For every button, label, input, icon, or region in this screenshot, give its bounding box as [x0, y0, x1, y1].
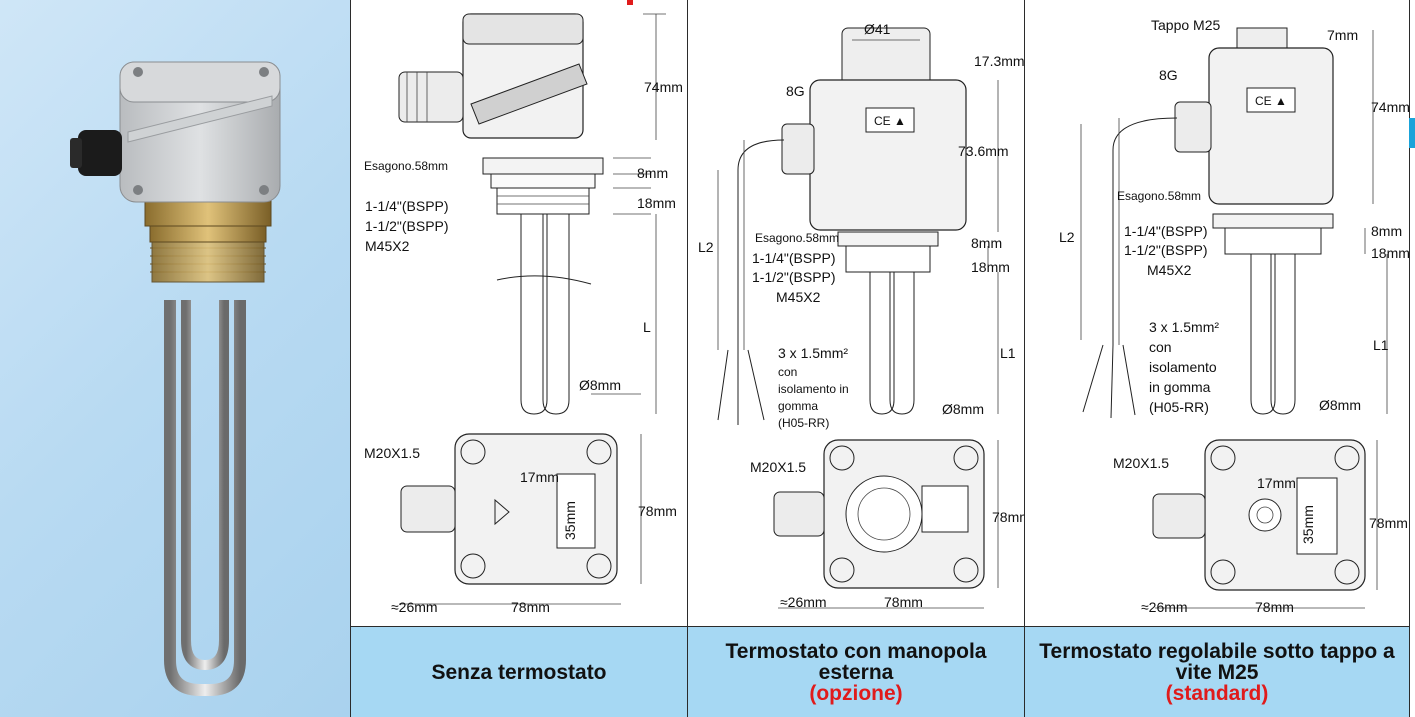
dim-tube: Ø8mm: [579, 377, 621, 393]
dim-box-w: 78mm: [1255, 599, 1294, 615]
label-title-2: Termostato con manopola esterna: [725, 639, 987, 684]
dim-thread-3: M45X2: [1147, 262, 1192, 278]
cable-spec-4: in gomma: [1149, 379, 1211, 395]
dim-thread-1: 1-1/4"(BSPP): [1124, 223, 1208, 239]
dim-hex: Esagono.58mm: [1117, 189, 1201, 203]
dim-offset: ≈26mm: [1141, 599, 1188, 615]
immersion-heater-illustration: [70, 61, 281, 696]
dim-length: L1: [1373, 337, 1389, 353]
dim-gap: 8mm: [1371, 223, 1402, 239]
dim-hex: Esagono.58mm: [364, 159, 448, 173]
label-cap: Tappo M25: [1151, 17, 1220, 33]
cable-spec-3: isolamento: [1149, 359, 1217, 375]
technical-drawing-2: CE ▲ Ø41 17.3mm 8G 73.6mm Esagono.58mm 8…: [698, 21, 1024, 610]
dim-height: 73.6mm: [958, 143, 1009, 159]
drawing-screw-cap: CE ▲ Tappo M25 7mm 8G 74mm Esagono.58mm …: [1025, 0, 1410, 627]
dim-thread-len: 18mm: [971, 259, 1010, 275]
dim-inner-h: 35mm: [562, 501, 578, 540]
dim-inner-w: 17mm: [520, 469, 559, 485]
dim-cable-len: L2: [1059, 229, 1075, 245]
dim-thread-1: 1-1/4"(BSPP): [365, 198, 449, 214]
dim-inner-w: 17mm: [1257, 475, 1296, 491]
dim-height: 74mm: [1371, 99, 1409, 115]
dim-inner-h: 35mm: [1300, 505, 1316, 544]
label-note-3: (standard): [1165, 681, 1269, 705]
gland-side: [398, 71, 464, 123]
dim-gland: M20X1.5: [1113, 455, 1169, 471]
label-no-thermostat: Senza termostato: [351, 627, 688, 717]
dim-offset: ≈26mm: [391, 599, 438, 615]
dim-top: 7mm: [1327, 27, 1358, 43]
thermostat-dial: [845, 475, 923, 553]
cable-spec-5: (H05-RR): [1149, 399, 1209, 415]
cable-spec-4: gomma: [778, 399, 818, 413]
label-8g: 8G: [786, 83, 805, 99]
thermostat-housing: [119, 61, 281, 203]
dim-box: 78mm: [638, 503, 677, 519]
dim-thread-1: 1-1/4"(BSPP): [752, 250, 836, 266]
dim-thread-2: 1-1/2"(BSPP): [752, 269, 836, 285]
dim-gland: M20X1.5: [750, 459, 806, 475]
label-external-knob: Termostato con manopola esterna (opzione…: [688, 627, 1025, 717]
dim-gap: 8mm: [637, 165, 668, 181]
dim-hex: Esagono.58mm: [755, 231, 839, 245]
dim-thread-3: M45X2: [776, 289, 821, 305]
cable-gland: [70, 130, 122, 176]
dim-box-w: 78mm: [511, 599, 550, 615]
dim-thread-2: 1-1/2"(BSPP): [1124, 242, 1208, 258]
label-screw-cap: Termostato regolabile sotto tappo a vite…: [1025, 627, 1410, 717]
technical-drawing-3: CE ▲ Tappo M25 7mm 8G 74mm Esagono.58mm …: [1059, 17, 1409, 615]
label-title-1: Senza termostato: [431, 660, 607, 684]
dim-thread-2: 1-1/2"(BSPP): [365, 218, 449, 234]
heating-rods: [164, 300, 246, 696]
dim-thread-3: M45X2: [365, 238, 410, 254]
dim-length: L1: [1000, 345, 1016, 361]
brass-fitting: [144, 197, 272, 283]
dim-length: L: [643, 319, 651, 335]
cable-spec-1: 3 x 1.5mm²: [778, 345, 848, 361]
dim-offset: ≈26mm: [780, 594, 827, 610]
dim-box-w: 78mm: [884, 594, 923, 610]
cable-spec-3: isolamento in: [778, 382, 849, 396]
label-8g: 8G: [1159, 67, 1178, 83]
adjust-screw: [1248, 498, 1282, 532]
product-photo-panel: [0, 0, 351, 717]
label-note-2: (opzione): [809, 681, 903, 705]
drawing-no-thermostat: 74mm Esagono.58mm 8mm 18mm 1-1/4"(BSPP) …: [351, 0, 688, 627]
label-title-3: Termostato regolabile sotto tappo a vite…: [1039, 639, 1395, 684]
dim-top: 17.3mm: [974, 53, 1024, 69]
dim-box: 78mm: [992, 509, 1024, 525]
dim-tube: Ø8mm: [1319, 397, 1361, 413]
blue-side-tab: [1409, 118, 1415, 148]
dim-thread-len: 18mm: [1371, 245, 1409, 261]
dim-gland: M20X1.5: [364, 445, 420, 461]
dim-height: 74mm: [644, 79, 683, 95]
dim-diam: Ø41: [864, 21, 891, 37]
cable-spec-5: (H05-RR): [778, 416, 829, 430]
dim-tube: Ø8mm: [942, 401, 984, 417]
drawing-external-knob: CE ▲ Ø41 17.3mm 8G 73.6mm Esagono.58mm 8…: [688, 0, 1025, 627]
cable-spec-2: con: [1149, 339, 1172, 355]
cable-spec-2: con: [778, 365, 797, 379]
svg-text:CE ▲: CE ▲: [1255, 94, 1287, 108]
cable-spec-1: 3 x 1.5mm²: [1149, 319, 1219, 335]
dim-thread-len: 18mm: [637, 195, 676, 211]
red-marker: [627, 0, 633, 5]
technical-drawing-1: 74mm Esagono.58mm 8mm 18mm 1-1/4"(BSPP) …: [364, 13, 683, 615]
dim-gap: 8mm: [971, 235, 1002, 251]
dim-cable-len: L2: [698, 239, 714, 255]
dim-box: 78mm: [1369, 515, 1408, 531]
svg-text:CE ▲: CE ▲: [874, 114, 906, 128]
